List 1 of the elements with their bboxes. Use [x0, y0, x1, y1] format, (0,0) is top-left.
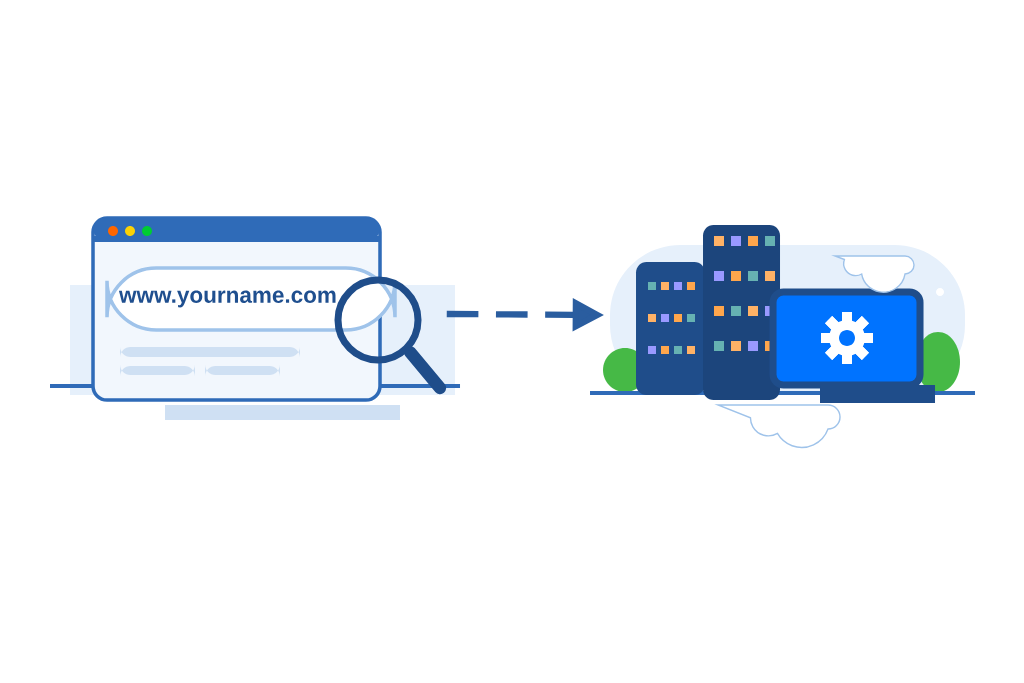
server-drawing: [590, 225, 975, 449]
